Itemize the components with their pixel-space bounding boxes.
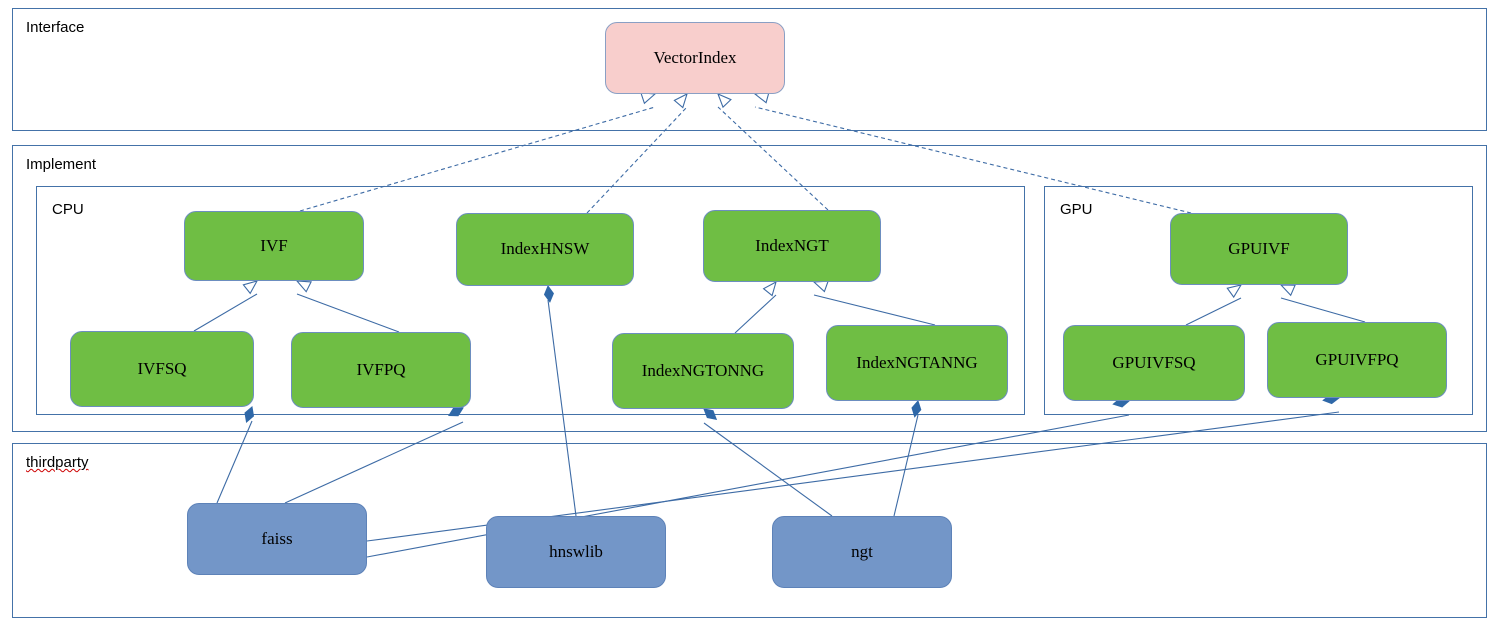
node-hnswlib[interactable]: hnswlib — [486, 516, 666, 588]
node-ivfpq[interactable]: IVFPQ — [291, 332, 471, 408]
container-label-cpu: CPU — [52, 201, 84, 218]
node-indexngtonng[interactable]: IndexNGTONNG — [612, 333, 794, 409]
container-label-thirdparty: thirdparty — [26, 454, 89, 471]
node-gpuivfsq[interactable]: GPUIVFSQ — [1063, 325, 1245, 401]
node-indexngtanng[interactable]: IndexNGTANNG — [826, 325, 1008, 401]
container-label-interface: Interface — [26, 19, 85, 36]
node-ngt[interactable]: ngt — [772, 516, 952, 588]
node-ivf[interactable]: IVF — [184, 211, 364, 281]
node-indexngt[interactable]: IndexNGT — [703, 210, 881, 282]
container-label-gpu: GPU — [1060, 201, 1093, 218]
container-label-implement: Implement — [26, 156, 97, 173]
node-gpuivf[interactable]: GPUIVF — [1170, 213, 1348, 285]
node-vectorindex[interactable]: VectorIndex — [605, 22, 785, 94]
node-indexhnsw[interactable]: IndexHNSW — [456, 213, 634, 286]
node-faiss[interactable]: faiss — [187, 503, 367, 575]
node-gpuivfpq[interactable]: GPUIVFPQ — [1267, 322, 1447, 398]
node-ivfsq[interactable]: IVFSQ — [70, 331, 254, 407]
